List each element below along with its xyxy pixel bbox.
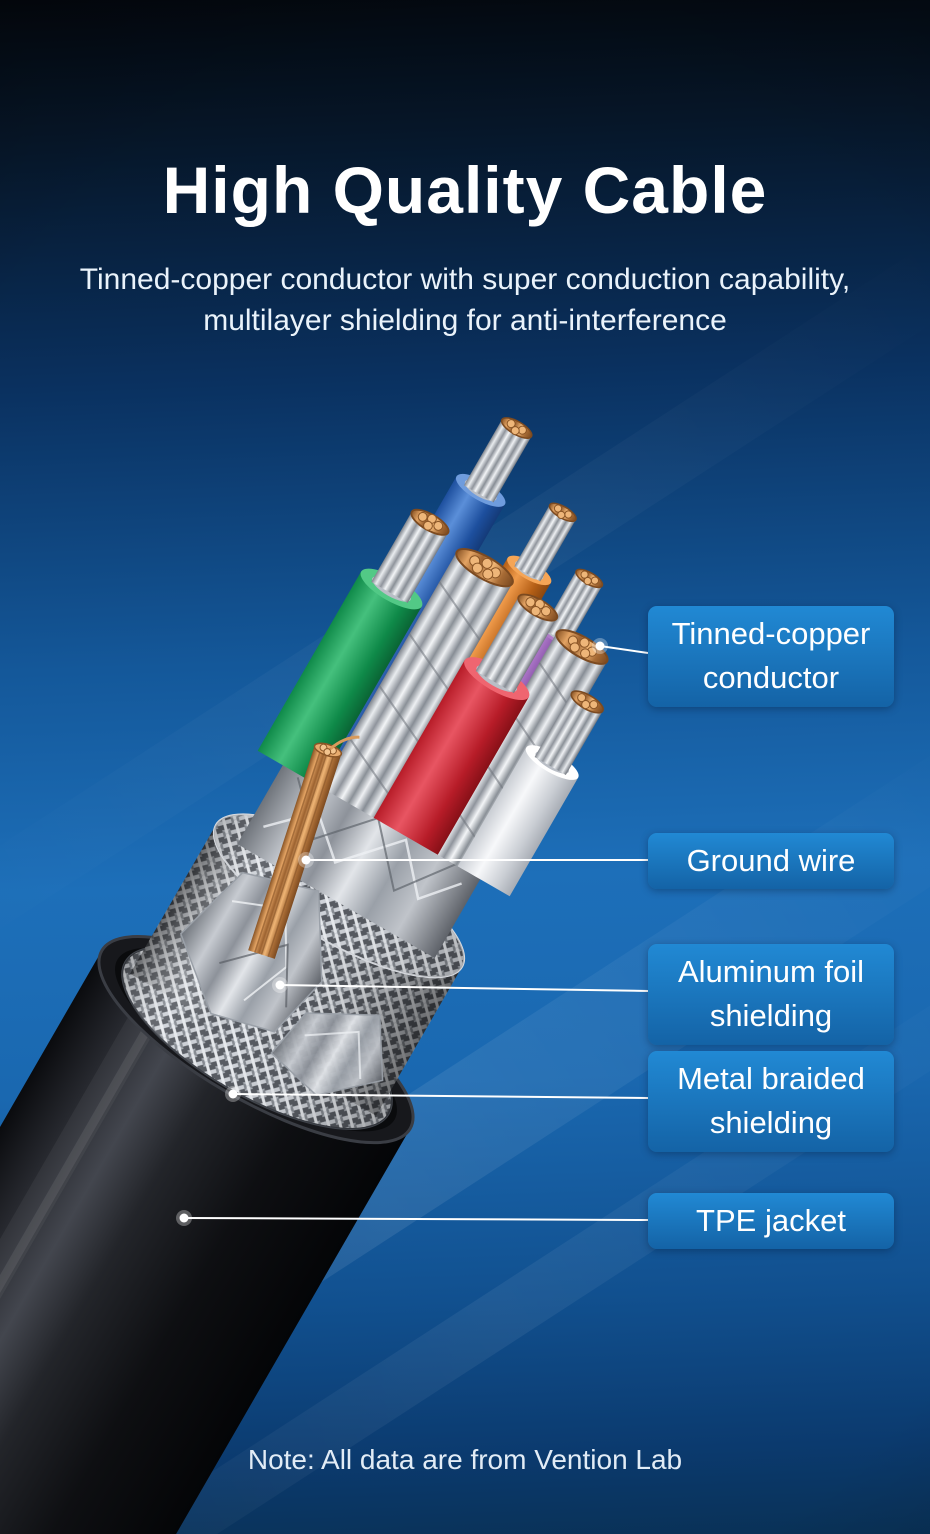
subtitle-line-2: multilayer shielding for anti-interferen… [203, 303, 727, 337]
callout-line-tpe-jacket [183, 1217, 649, 1221]
subtitle-line-1: Tinned-copper conductor with super condu… [79, 263, 851, 296]
callout-aluminum-foil-shielding: Aluminum foil shielding [648, 944, 894, 1045]
page-title: High Quality Cable [162, 153, 768, 227]
callout-line-tinned-copper [599, 645, 649, 654]
callout-line-metal-braid [232, 1093, 649, 1099]
footnote: Note: All data are from Vention Lab [247, 1444, 683, 1475]
subtitle: Tinned-copper conductor with super condu… [0, 260, 930, 341]
cable-group [0, 417, 609, 1534]
callout-tinned-copper-conductor: Tinned-copper conductor [648, 606, 894, 707]
tinned-copper-conductor-left [320, 548, 514, 820]
callout-dot-metal-braid [228, 1089, 238, 1099]
callout-metal-braided-shielding: Metal braided shielding [648, 1051, 894, 1152]
tinned-copper-conductor-right [430, 629, 609, 880]
callout-dot-aluminum-foil [275, 980, 285, 990]
callout-lines [183, 645, 650, 1221]
ground-wire [248, 735, 360, 959]
callout-tpe-jacket: TPE jacket [648, 1193, 894, 1250]
callout-dots [176, 638, 608, 1226]
callout-line-aluminum-foil [279, 984, 649, 992]
callout-dot-tpe-jacket [179, 1213, 189, 1223]
callout-dot-tinned-copper [595, 641, 605, 651]
wire-red [373, 593, 559, 855]
wire-green [257, 508, 450, 786]
callout-dot-ground-wire [301, 855, 311, 865]
callout-ground-wire: Ground wire [648, 833, 894, 890]
